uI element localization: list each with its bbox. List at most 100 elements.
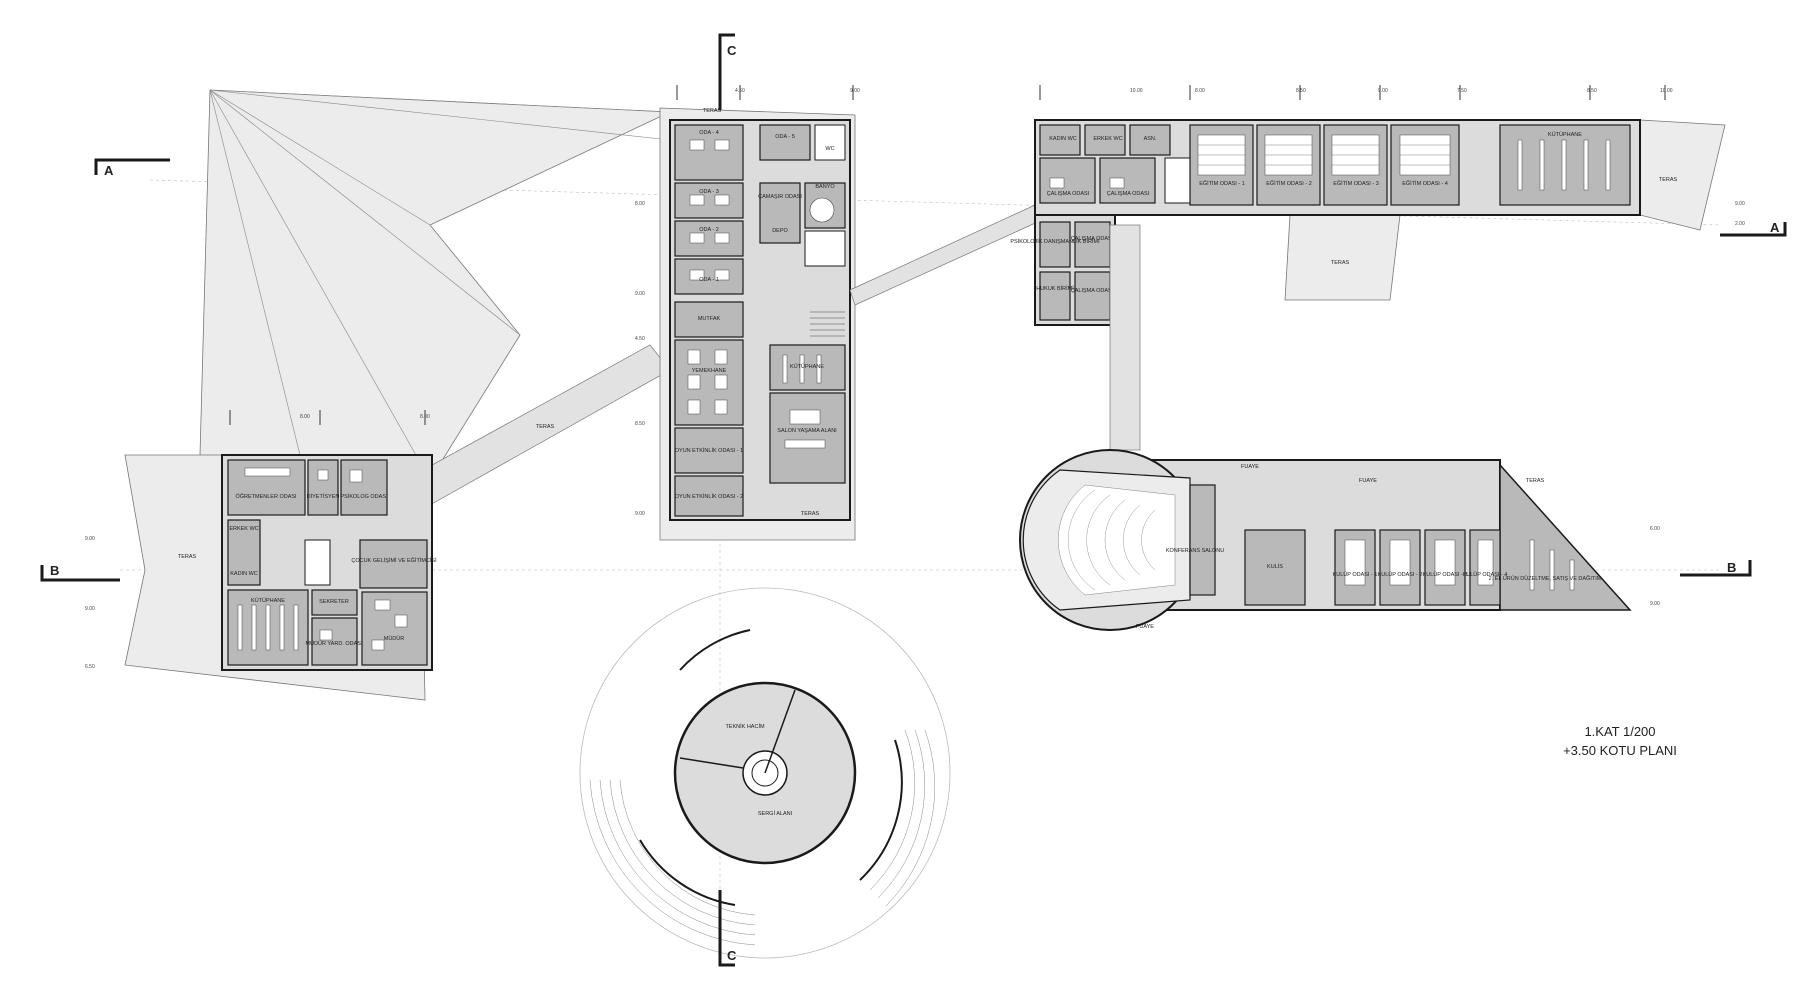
room-konferans: KONFERANS SALONU [1166, 548, 1224, 554]
room-salon: SALON YAŞAMA ALANI [777, 428, 837, 434]
dim-side-3: 4.50 [635, 336, 645, 342]
room-mudur: MÜDÜR [384, 635, 404, 642]
room-kutuphane-left: KÜTÜPHANE [251, 597, 285, 604]
room-oda5: ODA - 5 [775, 134, 795, 140]
dim-top-9: 10.00 [1660, 88, 1673, 94]
dim-top-4: 8.00 [1195, 88, 1205, 94]
room-oda4: ODA - 4 [699, 130, 719, 136]
right-top-building: TERAS TERAS KADIN WC ERKEK WC ASN. [1010, 119, 1726, 326]
plan-title-line2: +3.50 KOTU PLANI [1563, 743, 1677, 758]
dim-right-1: 9.00 [1735, 201, 1745, 207]
terrace-label-top: TERAS [703, 108, 722, 114]
room-teknik: TEKNİK HACİM [725, 723, 765, 730]
room-psiko-birim: PSİKOLOJİK DANIŞMANLIK BİRİMİ [1010, 238, 1100, 245]
foyer-label-2: FUAYE [1359, 478, 1377, 484]
room-psikolog: PSİKOLOG ODASI [340, 493, 388, 500]
room-wc-middle: WC [825, 146, 834, 152]
terrace-label-right-end: TERAS [1659, 177, 1678, 183]
room-satis: 2. EL ÜRÜN DÜZELTME, SATIŞ VE DAĞITIM [1489, 575, 1602, 582]
section-b-right: B [1727, 560, 1736, 575]
dim-side-5: 9.00 [635, 511, 645, 517]
terrace-label-left: TERAS [178, 554, 197, 560]
dim-left-top-1: 8.00 [300, 414, 310, 420]
room-kutuphane-middle: KÜTÜPHANE [790, 363, 824, 370]
room-depo: DEPO [772, 228, 788, 234]
room-calisma-2: ÇALIŞMA ODASI [1107, 191, 1150, 197]
room-kulup4: KULÜP ODASI - 4 [1463, 571, 1508, 578]
room-oyun2: OYUN ETKİNLİK ODASI - 2 [675, 493, 743, 500]
room-kulup3: KULÜP ODASI - 3 [1423, 571, 1468, 578]
connector-corridor [1109, 224, 1141, 451]
section-c-bottom: C [727, 948, 737, 963]
room-ogretmenler: ÖĞRETMENLER ODASI [235, 493, 297, 500]
room-mutfak: MUTFAK [698, 316, 721, 322]
dim-top-7: 7.50 [1457, 88, 1467, 94]
room-kadinwc-left: KADIN WC [230, 571, 258, 577]
room-hukuk: HUKUK BİRİMİ [1036, 285, 1074, 292]
room-sergi: SERGİ ALANI [758, 810, 793, 817]
section-b-left: B [50, 563, 59, 578]
dim-side-2: 9.00 [635, 291, 645, 297]
terrace-label-bridge: TERAS [536, 424, 555, 430]
dim-left-3: 6.50 [85, 664, 95, 670]
round-pavilion: TEKNİK HACİM SERGİ ALANI [579, 587, 951, 959]
plan-title-line1: 1.KAT 1/200 [1584, 724, 1655, 739]
room-egitim3: EĞİTİM ODASI - 3 [1333, 180, 1379, 187]
dim-right-2: 2.00 [1735, 221, 1745, 227]
room-calisma-1: ÇALIŞMA ODASI [1047, 191, 1090, 197]
room-kutuphane-right: KÜTÜPHANE [1548, 131, 1582, 138]
room-egitim2: EĞİTİM ODASI - 2 [1266, 180, 1312, 187]
room-cocuk: ÇOCUK GELİŞİMİ VE EĞİTİMCİSİ [351, 557, 437, 564]
room-oyun1: OYUN ETKİNLİK ODASI - 1 [675, 447, 743, 454]
room-sekreter: SEKRETER [319, 599, 349, 605]
section-c-top: C [727, 43, 737, 58]
dim-right-3: 6.00 [1650, 526, 1660, 532]
room-kulis: KULİS [1267, 563, 1283, 570]
room-kulup2: KULÜP ODASI - 2 [1378, 571, 1423, 578]
left-terrace-wedge: TERAS [199, 89, 671, 506]
room-mudur-yard: MÜDÜR YARD. ODASI [306, 640, 363, 647]
dim-left-1: 9.00 [85, 536, 95, 542]
left-building: TERAS ÖĞRETMENLER ODASI DİYETİSYEN PSİKO… [124, 454, 437, 701]
room-yemekhane: YEMEKHANE [692, 368, 727, 374]
room-erkekwc-left: ERKEK WC [229, 526, 258, 532]
dim-top-6: 9.00 [1378, 88, 1388, 94]
terrace-label-right-under: TERAS [1331, 260, 1350, 266]
room-calisma-3: ÇALIŞMA ODASI [1071, 236, 1114, 242]
room-banyo: BANYO [815, 184, 835, 190]
dimension-ticks [229, 85, 1666, 425]
dim-side-4: 8.50 [635, 421, 645, 427]
section-a-left: A [104, 163, 114, 178]
dim-top-1: 4.50 [735, 88, 745, 94]
foyer-label-3: FUAYE [1136, 624, 1154, 630]
room-kadinwc-right: KADIN WC [1049, 136, 1077, 142]
dim-left-top-2: 8.00 [420, 414, 430, 420]
dim-left-2: 9.00 [85, 606, 95, 612]
terrace-label-bottom-right: TERAS [1526, 478, 1545, 484]
dim-right-4: 9.00 [1650, 601, 1660, 607]
room-asansor: ASN. [1144, 136, 1157, 142]
room-oda1: ODA - 1 [699, 277, 719, 283]
foyer-label-1: FUAYE [1241, 464, 1259, 470]
section-markers [40, 33, 1787, 967]
terrace-label-middle: TERAS [801, 511, 820, 517]
room-egitim1: EĞİTİM ODASI - 1 [1199, 180, 1245, 187]
dim-top-8: 8.50 [1587, 88, 1597, 94]
room-calisma-4: ÇALIŞMA ODASI [1071, 288, 1114, 294]
room-erkekwc-right: ERKEK WC [1093, 136, 1122, 142]
section-a-right: A [1770, 220, 1780, 235]
dim-side-1: 8.00 [635, 201, 645, 207]
right-bottom-building: FUAYE FUAYE FUAYE KONFERANS SALONU KULİS… [1019, 449, 1632, 631]
room-egitim4: EĞİTİM ODASI - 4 [1402, 180, 1448, 187]
room-diyetisyen: DİYETİSYEN [307, 493, 340, 500]
room-kulup1: KULÜP ODASI - 1 [1333, 571, 1378, 578]
bridge-middle-right [849, 204, 1043, 306]
room-camasir: ÇAMAŞIR ODASI [758, 194, 802, 200]
room-oda3: ODA - 3 [699, 189, 719, 195]
dim-top-5: 8.50 [1296, 88, 1306, 94]
middle-building: TERAS [659, 107, 856, 541]
room-oda2: ODA - 2 [699, 227, 719, 233]
dim-top-3: 10.00 [1130, 88, 1143, 94]
dim-top-2: 9.00 [850, 88, 860, 94]
